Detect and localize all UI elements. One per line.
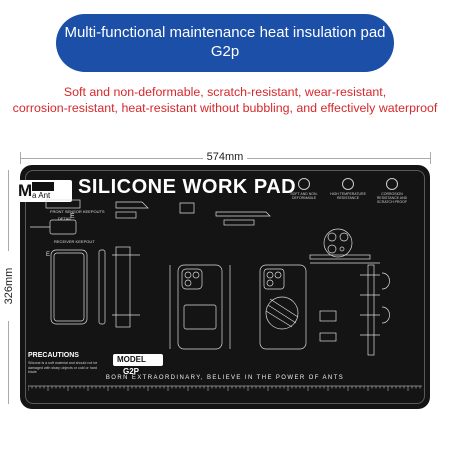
pad-border [25, 170, 425, 404]
soft-icon [298, 178, 310, 190]
banner-model: G2p [210, 43, 240, 60]
pad-slogan: BORN EXTRAORDINARY, BELIEVE IN THE POWER… [105, 375, 345, 381]
receiver-keepout-label: RECEIVER KEEPOUT [54, 239, 95, 244]
feature-soft: SOFT AND NON-DEFORMABLE [286, 178, 322, 200]
feature-soft-label: SOFT AND NON-DEFORMABLE [290, 192, 318, 200]
model-label: MODEL [117, 355, 146, 364]
height-label: 326mm [3, 251, 15, 321]
description-line-2: corrosion-resistant, heat-resistant with… [12, 101, 438, 115]
width-tick-right [430, 152, 431, 164]
front-sensor-label: FRONT SENSOR KEEPOUTS [50, 209, 105, 214]
view-e-label: E [46, 252, 51, 258]
width-label: 574mm [202, 151, 248, 163]
schematic-drawings [30, 199, 390, 356]
brand-logo: M a Ant [16, 180, 72, 202]
description-line-1: Soft and non-deformable, scratch-resista… [63, 85, 387, 99]
precautions-body: Silicone is a soft material and should n… [28, 361, 98, 374]
model-value: G2P [120, 367, 143, 376]
silicone-work-pad [20, 165, 430, 409]
feature-corrosion: CORROSION RESISTANCE AND SCRATCH PROOF [374, 178, 410, 204]
corrosion-icon [386, 178, 398, 190]
width-label-wrap: 574mm [0, 151, 450, 163]
heat-icon [342, 178, 354, 190]
logo-sub: a Ant [32, 191, 51, 200]
detail-letter: E [70, 213, 75, 220]
ruler-scale [28, 385, 422, 391]
pad-title: SILICONE WORK PAD [78, 176, 297, 198]
logo-glyph-block [32, 182, 54, 191]
feature-heat-label: HIGH TEMPERATURE RESISTANCE [330, 192, 366, 200]
model-tag: MODEL G2P [113, 354, 163, 376]
feature-heat: HIGH TEMPERATURE RESISTANCE [330, 178, 366, 200]
logo-background [16, 180, 72, 202]
width-tick-left [20, 152, 21, 164]
feature-corrosion-label: CORROSION RESISTANCE AND SCRATCH PROOF [376, 192, 408, 204]
title-banner: Multi-functional maintenance heat insula… [56, 14, 394, 72]
banner-title: Multi-functional maintenance heat insula… [64, 24, 386, 41]
precautions-title: PRECAUTIONS [28, 352, 79, 359]
logo-letter: M [18, 181, 33, 200]
detail-label: DETAIL [58, 216, 72, 221]
